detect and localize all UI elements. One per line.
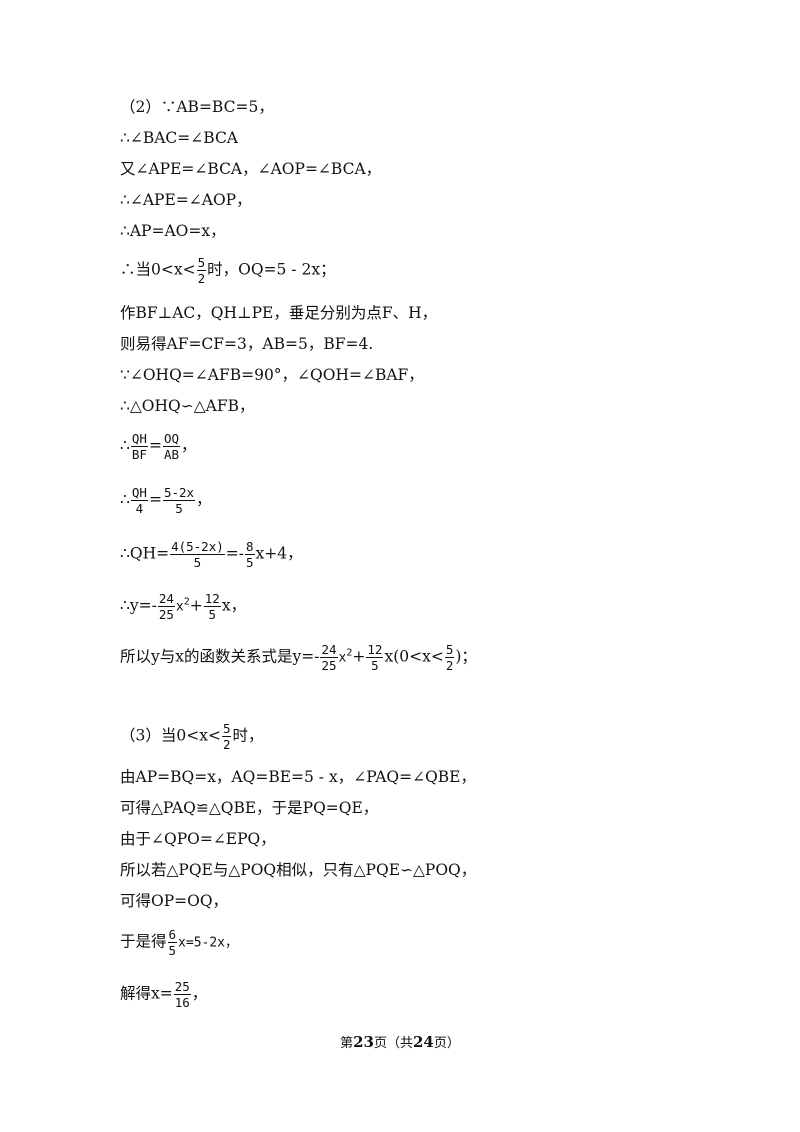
- text: ∴当0<x<: [120, 260, 196, 279]
- line-5: ∴AP=AO=x，: [120, 222, 226, 240]
- line-8: 则易得AF=CF=3，AB=5，BF=4.: [120, 335, 374, 353]
- line-18: 可得△PAQ≌△QBE，于是PQ=QE，: [120, 799, 379, 817]
- current-page-number: 23: [353, 1033, 374, 1051]
- line-10: ∴△OHQ∽△AFB，: [120, 397, 255, 415]
- fraction: 4(5-2x)5: [170, 539, 225, 570]
- line-17: 由AP=BQ=x，AQ=BE=5 - x，∠PAQ=∠QBE，: [120, 768, 476, 786]
- total-pages-number: 24: [413, 1033, 434, 1051]
- text: 时，OQ=5 - 2x；: [207, 260, 336, 279]
- line-20: 所以若△PQE与△POQ相似，只有△PQE∽△POQ，: [120, 861, 477, 879]
- page-footer: 第23页（共24页）: [340, 1033, 460, 1051]
- line-9: ∵∠OHQ=∠AFB=90°，∠QOH=∠BAF，: [120, 366, 424, 384]
- line-21: 可得OP=OQ，: [120, 892, 229, 910]
- line-7: 作BF⊥AC，QH⊥PE，垂足分别为点F、H，: [120, 304, 438, 322]
- line-1: （2）∵AB=BC=5，: [120, 98, 274, 116]
- line-3: 又∠APE=∠BCA，∠AOP=∠BCA，: [120, 160, 382, 178]
- line-19: 由于∠QPO=∠EPQ，: [120, 830, 276, 848]
- line-2: ∴∠BAC=∠BCA: [120, 129, 238, 147]
- line-4: ∴∠APE=∠AOP，: [120, 191, 252, 209]
